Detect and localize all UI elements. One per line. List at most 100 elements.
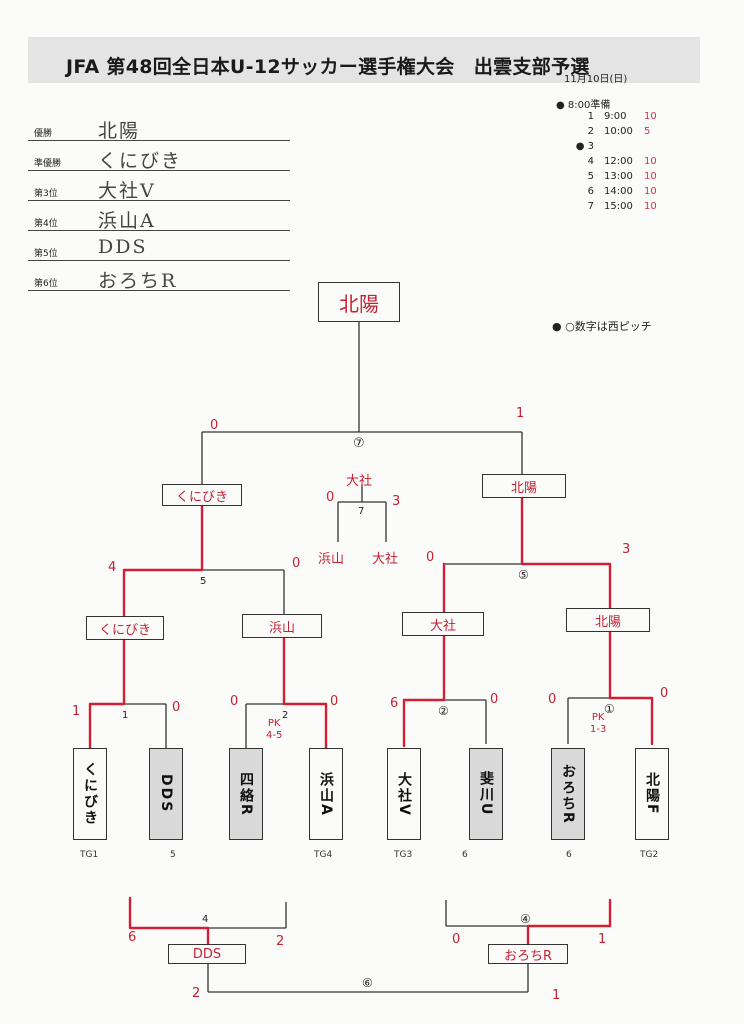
cons-left-score-right: 2: [276, 934, 285, 949]
rank-team: 大社V: [98, 180, 156, 202]
third-place-team-left: 浜山: [318, 552, 345, 567]
team-ground: TG1: [80, 850, 99, 860]
schedule-time: 13:00: [604, 171, 633, 182]
rank-underline: [28, 200, 290, 201]
rank-team: おろちR: [98, 270, 178, 292]
rank-label: 第4位: [34, 219, 58, 229]
team-box: 北陽F: [635, 748, 669, 840]
team-ground: TG3: [394, 850, 413, 860]
r1-m3-score-left: 6: [390, 696, 399, 711]
semi-winner-right: 北陽: [482, 474, 566, 498]
rank-underline: [28, 260, 290, 261]
rank-underline: [28, 230, 290, 231]
consolation-winner-left: DDS: [168, 944, 246, 964]
rank-underline: [28, 170, 290, 171]
team-ground: 6: [462, 850, 468, 860]
r1-m2-score-right: 0: [330, 694, 339, 709]
rank-team: 浜山A: [98, 210, 156, 232]
r1-m3-score-right: 0: [490, 692, 499, 707]
rank-underline: [28, 290, 290, 291]
event-date: 11月10日(日): [564, 74, 628, 85]
pk-line: 1-3: [590, 724, 607, 735]
rank-team: くにびき: [98, 150, 183, 172]
match-number-cons-final: ⑥: [362, 976, 373, 990]
match-number-cons-left: 4: [202, 914, 209, 925]
semi-right-score-left: 0: [426, 550, 435, 565]
final-score-left: 0: [210, 418, 219, 433]
rank-label: 第3位: [34, 189, 58, 199]
pk-line: 4-5: [266, 730, 283, 741]
third-score-left: 0: [326, 490, 335, 505]
schedule-time: 14:00: [604, 186, 633, 197]
team-box: くにびき: [73, 748, 107, 840]
schedule-time: 9:00: [604, 111, 627, 122]
schedule-mark: 10: [644, 186, 657, 197]
match-number-2: ②: [438, 704, 449, 718]
match-number-1: 1: [122, 710, 129, 721]
schedule-prep: ● 8:00準備: [556, 100, 611, 111]
schedule-match-no: 2: [587, 126, 594, 137]
team-box: 斐川U: [469, 748, 503, 840]
third-place-winner: 大社: [346, 474, 373, 489]
r1-m2-score-left: 0: [230, 694, 239, 709]
semi-winner-left: くにびき: [162, 484, 242, 506]
r1-winner-1: くにびき: [86, 616, 164, 640]
schedule-row: 6 14:00 10: [566, 186, 657, 197]
schedule-mark: 10: [644, 171, 657, 182]
r1-winner-4: 北陽: [566, 608, 650, 632]
title-band: [28, 37, 700, 83]
cons-right-score-left: 0: [452, 932, 461, 947]
pk-line: PK: [267, 718, 281, 729]
match-number-cons-right: ④: [520, 912, 531, 926]
rank-team: 北陽: [98, 120, 141, 142]
match-number-4: ①: [604, 702, 615, 716]
consolation-winner-right: おろちR: [488, 944, 568, 964]
team-box: おろちR: [551, 748, 585, 840]
rank-team: DDS: [98, 236, 148, 258]
r1-m1-score-right: 0: [172, 700, 181, 715]
schedule-match-no: 4: [587, 156, 594, 167]
pitch-note: ● ○数字は西ピッチ: [552, 320, 652, 333]
team-box: 大社V: [387, 748, 421, 840]
third-score-right: 3: [392, 494, 401, 509]
schedule-time: 15:00: [604, 201, 633, 212]
schedule-row: 4 12:00 10: [566, 156, 657, 167]
cons-right-score-right: 1: [598, 932, 607, 947]
cons-final-score-left: 2: [192, 986, 201, 1001]
schedule-mark: 10: [644, 156, 657, 167]
schedule-match-no: 1: [587, 111, 594, 122]
schedule-time: 12:00: [604, 156, 633, 167]
semi-right-score-right: 3: [622, 542, 631, 557]
schedule-row: ● 3: [566, 141, 644, 152]
schedule-mark: 5: [644, 126, 651, 137]
r1-winner-2: 浜山: [242, 614, 322, 638]
match-number-final: ⑦: [353, 436, 365, 451]
rank-label: 第5位: [34, 249, 58, 259]
pk-line: PK: [591, 712, 605, 723]
team-ground: 5: [170, 850, 176, 860]
team-ground: TG2: [640, 850, 659, 860]
schedule-mark: 10: [644, 111, 657, 122]
team-ground: 6: [566, 850, 572, 860]
match-number-5: 5: [200, 576, 207, 587]
team-ground: TG4: [314, 850, 333, 860]
cons-left-score-left: 6: [128, 930, 137, 945]
schedule-row: 1 9:00 10: [566, 111, 657, 122]
schedule-time: 10:00: [604, 126, 633, 137]
schedule-match-no: 7: [587, 201, 594, 212]
r1-m4-score-left: 0: [548, 692, 557, 707]
schedule-match-no: ● 3: [575, 141, 594, 152]
rank-label: 第6位: [34, 279, 58, 289]
page-title: JFA 第48回全日本U-12サッカー選手権大会 出雲支部予選: [66, 56, 590, 78]
team-box: DDS: [149, 748, 183, 840]
r1-m1-score-left: 1: [72, 704, 81, 719]
match-number-6: ⑤: [518, 568, 529, 582]
rank-label: 準優勝: [34, 159, 62, 169]
schedule-match-no: 6: [587, 186, 594, 197]
